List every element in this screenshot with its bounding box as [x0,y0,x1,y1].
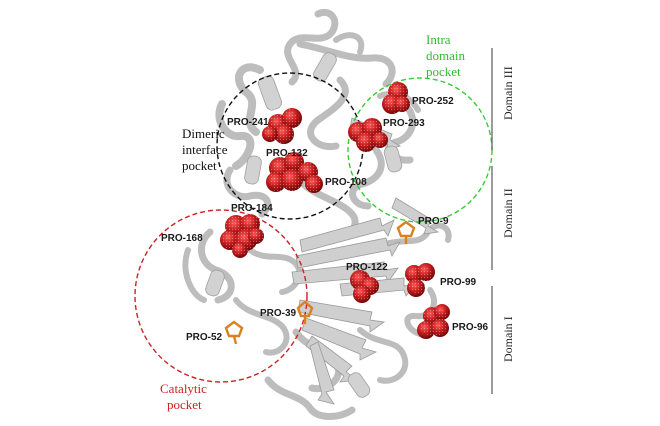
sphere-cluster-pro241 [261,105,302,144]
svg-text:domain: domain [426,48,465,63]
label-pro241: PRO-241 [227,117,269,128]
label-pro184: PRO-184 [231,203,273,214]
stick-residue-pro9 [396,220,416,244]
sphere-cluster-pro293 [348,118,388,154]
label-pro39: PRO-39 [260,308,297,319]
intra-domain-pocket-label: Intra domain pocket [426,32,465,79]
stick-residue-pro52 [224,320,244,345]
svg-text:Dimeric: Dimeric [182,126,225,141]
label-pro99: PRO-99 [440,277,477,288]
svg-text:pocket: pocket [167,397,202,412]
domain-ii-label: Domain II [501,188,515,238]
domain-i-label: Domain I [501,316,515,362]
label-pro293: PRO-293 [383,118,425,129]
sphere-cluster-pro184-168 [220,212,265,258]
svg-text:interface: interface [182,142,228,157]
domain-iii-label: Domain III [501,66,515,120]
label-pro252: PRO-252 [412,96,454,107]
label-pro132: PRO-132 [266,148,308,159]
beta-sheets [291,117,440,405]
label-pro52: PRO-52 [186,332,223,343]
sphere-cluster-pro99 [405,263,435,297]
stick-residue-pro39 [296,300,314,324]
label-pro9: PRO-9 [418,216,449,227]
label-pro96: PRO-96 [452,322,489,333]
svg-text:pocket: pocket [426,64,461,79]
sphere-cluster-pro122 [349,270,379,303]
dimeric-pocket-label: Dimeric interface pocket [182,126,228,173]
label-pro108: PRO-108 [325,177,367,188]
catalytic-pocket-circle [134,209,308,383]
label-pro168: PRO-168 [161,233,203,244]
label-pro122: PRO-122 [346,262,388,273]
svg-text:Intra: Intra [426,32,451,47]
sphere-cluster-pro96 [417,304,450,339]
alpha-helices [205,52,403,398]
sphere-cluster-pro252 [382,82,412,114]
catalytic-pocket-label: Catalytic pocket [160,381,207,412]
svg-text:pocket: pocket [182,158,217,173]
svg-text:Catalytic: Catalytic [160,381,207,396]
sphere-cluster-pro132-108 [266,150,323,202]
